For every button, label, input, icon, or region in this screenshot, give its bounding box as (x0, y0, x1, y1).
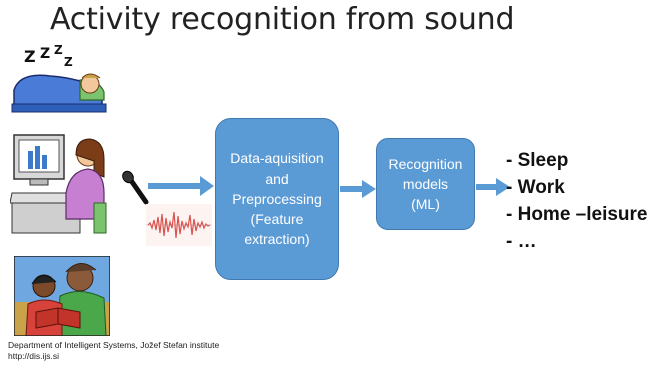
slide-title: Activity recognition from sound (50, 2, 515, 37)
footer: Department of Intelligent Systems, Jožef… (8, 340, 219, 362)
sleeping-person-clipart: Z Z Z Z (11, 44, 107, 113)
output-item: - Sleep (506, 150, 569, 171)
preprocessing-line: Preprocessing (232, 190, 322, 207)
preprocessing-box: Data-aquisition and Preprocessing (Featu… (215, 118, 339, 280)
output-item: - … (506, 231, 537, 252)
recognition-line: models (402, 175, 449, 192)
svg-text:Z: Z (54, 44, 63, 57)
preprocessing-line: Data-aquisition (230, 150, 324, 167)
activity-output-list: - Sleep - Work - Home –leisure - … (506, 147, 648, 255)
svg-text:Z: Z (40, 46, 50, 62)
arrow-to-preprocessing (148, 176, 214, 196)
arrow-to-outputs (476, 178, 510, 196)
microphone-icon (122, 170, 149, 205)
footer-url: http://dis.ijs.si (8, 351, 60, 361)
preprocessing-line: (Feature (250, 211, 304, 228)
arrow-to-recognition (340, 180, 376, 198)
recognition-line: (ML) (411, 196, 440, 213)
svg-text:Z: Z (24, 47, 36, 66)
preprocessing-line: extraction) (244, 231, 310, 248)
recognition-models-box: Recognition models (ML) (376, 138, 475, 230)
sound-waveform (146, 204, 212, 246)
output-item: - Work (506, 177, 565, 198)
reading-together-clipart (14, 256, 110, 336)
footer-department: Department of Intelligent Systems, Jožef… (8, 340, 220, 350)
recognition-line: Recognition (388, 155, 463, 172)
output-item: - Home –leisure (506, 204, 648, 225)
computer-work-clipart (10, 134, 107, 234)
preprocessing-line: and (265, 170, 289, 187)
svg-text:Z: Z (64, 55, 73, 69)
